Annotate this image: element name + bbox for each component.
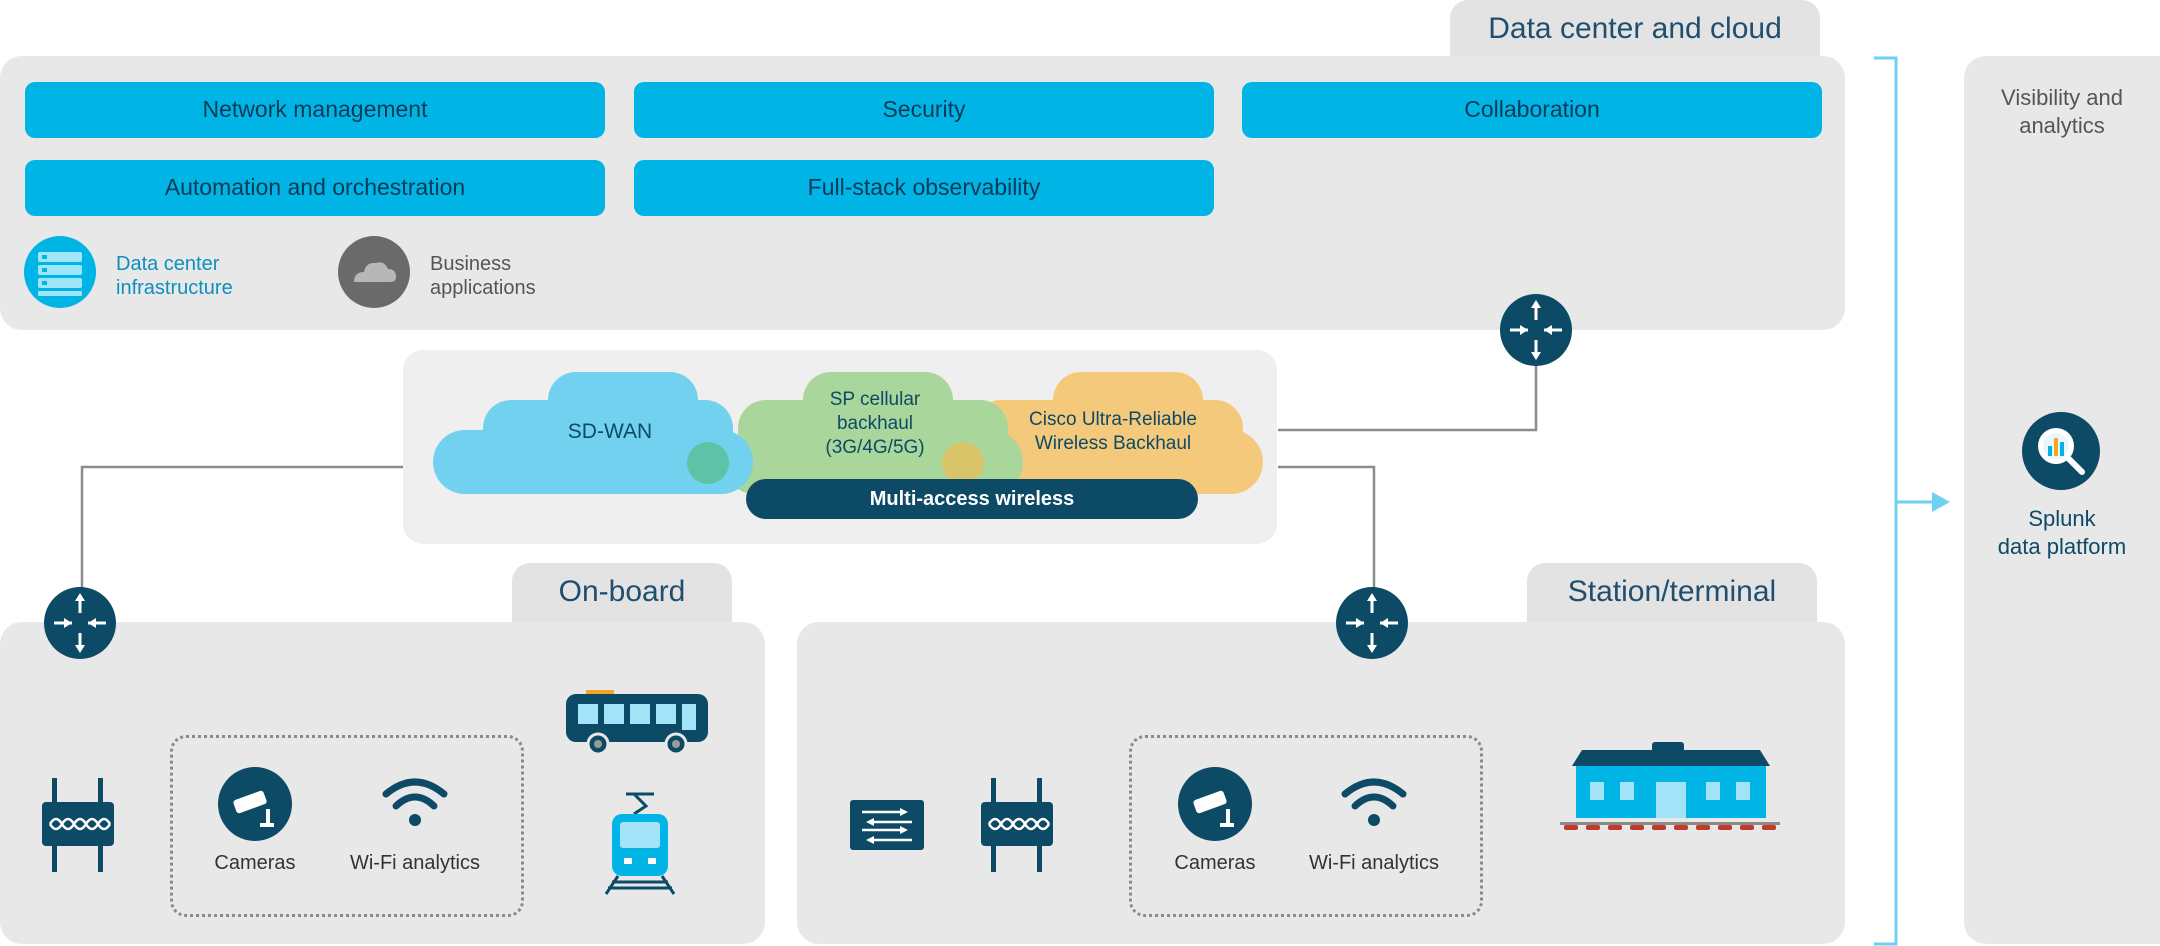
onboard-cameras-label: Cameras <box>214 852 296 874</box>
switch-icon <box>850 800 924 850</box>
onboard-camera-icon <box>218 767 292 841</box>
station-wifi-label: Wi-Fi analytics <box>1308 852 1439 874</box>
splunk-search-icon <box>2022 412 2100 490</box>
sdwan-label: SD-WAN <box>567 420 653 443</box>
dc-tab: Data center and cloud <box>1450 0 1820 64</box>
dc-infra-label: Data center infrastructure <box>116 253 233 299</box>
pill-network-management[interactable]: Network management <box>25 82 605 138</box>
visibility-panel <box>1964 56 2160 944</box>
dc-router-icon <box>1500 294 1572 366</box>
onboard-wifi-icon <box>382 778 448 826</box>
onboard-panel <box>0 622 765 944</box>
cellular-label: SP cellular backhaul (3G/4G/5G) <box>825 389 925 458</box>
station-cameras-label: Cameras <box>1174 852 1256 874</box>
server-icon <box>24 236 96 308</box>
onboard-wifi-label: Wi-Fi analytics <box>349 852 480 874</box>
splunk-label: Splunk data platform <box>1997 506 2127 559</box>
pill-collaboration[interactable]: Collaboration <box>1242 82 1822 138</box>
station-wifi-icon <box>1341 778 1407 826</box>
onboard-access-point-icon <box>42 778 114 872</box>
wan-clouds <box>433 372 1263 494</box>
pill-observability[interactable]: Full-stack observability <box>634 160 1214 216</box>
station-building-icon <box>1560 742 1780 830</box>
station-title: Station/terminal <box>1567 575 1777 608</box>
multi-access-bar[interactable]: Multi-access wireless <box>746 479 1198 519</box>
station-camera-icon <box>1178 767 1252 841</box>
station-endpoints-box <box>1129 735 1483 917</box>
onboard-router-icon <box>44 587 116 659</box>
onboard-tab: On-board <box>512 563 732 629</box>
visibility-title: Visibility and analytics <box>2001 85 2123 138</box>
business-apps-label: Business applications <box>430 253 536 299</box>
bus-icon <box>566 690 708 756</box>
multi-access-label: Multi-access wireless <box>869 488 1075 510</box>
cloud-icon <box>338 236 410 308</box>
pill-automation[interactable]: Automation and orchestration <box>25 160 605 216</box>
station-tab: Station/terminal <box>1527 563 1817 629</box>
pill-security[interactable]: Security <box>634 82 1214 138</box>
onboard-endpoints-box <box>170 735 524 917</box>
station-router-icon <box>1336 587 1408 659</box>
tram-icon <box>604 792 676 895</box>
curwb-label: Cisco Ultra-Reliable Wireless Backhaul <box>1029 409 1197 454</box>
dc-title: Data center and cloud <box>1488 12 1782 45</box>
station-access-point-icon <box>981 778 1053 872</box>
onboard-title: On-board <box>558 575 686 608</box>
